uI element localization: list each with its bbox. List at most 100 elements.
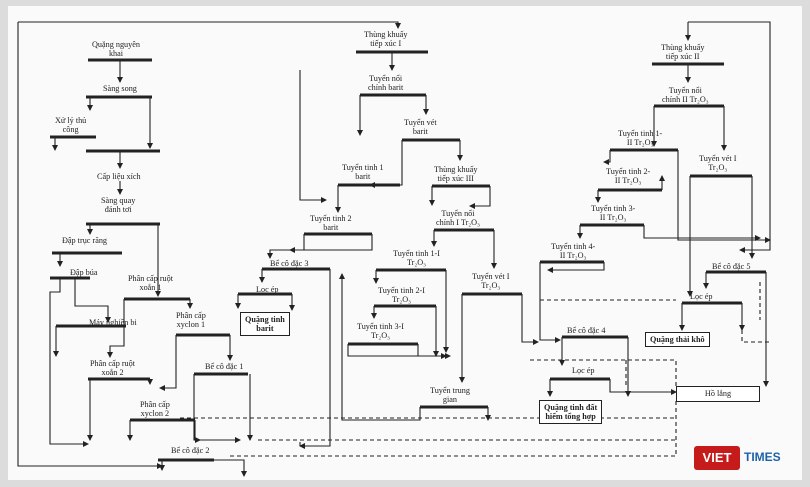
- node-label-line: xoắn 1: [139, 283, 162, 292]
- node-be-co-dac-4: Bể cô đặc 4: [567, 326, 605, 335]
- node-label-line: Hồ lắng: [704, 389, 732, 398]
- node-label-line: Bể cô đặc 4: [567, 326, 606, 335]
- node-label-line: hiếm tổng hợp: [545, 412, 596, 421]
- node-label-line: Tuyển nổi: [369, 74, 403, 83]
- node-label-line: Bể cô đặc 5: [712, 262, 751, 271]
- node-label-line: Lọc ép: [256, 285, 279, 294]
- node-label-line: Bể cô đặc 1: [205, 362, 244, 371]
- flow-line: [347, 344, 447, 359]
- dashed-flow-line: [530, 359, 677, 386]
- node-label-line: II Tr₂O₃: [599, 213, 627, 222]
- node-be-co-dac-2: Bể cô đặc 2: [171, 446, 209, 455]
- node-label-line: Tuyển tinh 1: [342, 163, 384, 172]
- flow-line: [643, 225, 761, 241]
- node-label-line: Phân cấp: [140, 400, 170, 409]
- node-dap-truc-rang: Đập trục răng: [62, 236, 107, 245]
- flow-line: [289, 234, 373, 253]
- node-label-line: Xử lý thủ: [55, 116, 87, 125]
- node-dap-bua: Đập búa: [70, 268, 98, 277]
- node-label-line: barit: [256, 324, 274, 333]
- node-label-line: Tr₂O₃: [406, 258, 427, 267]
- diagram-paper: [8, 6, 802, 480]
- node-label-line: Tuyển nổi: [441, 209, 475, 218]
- node-label-line: II Tr₂O₃: [626, 138, 654, 147]
- node-cap-lieu-xich: Cấp liệu xích: [97, 172, 141, 181]
- node-label-line: Bể cô đặc 2: [171, 446, 210, 455]
- logo-suffix: TIMES: [744, 450, 781, 464]
- flow-line: [521, 294, 539, 345]
- node-label-line: Đập búa: [70, 268, 98, 277]
- flow-line: [469, 186, 491, 209]
- viettimes-logo: VIET TIMES: [694, 444, 784, 472]
- node-label-line: Quặng tinh đất: [544, 403, 598, 412]
- node-label-line: Phân cấp ruột: [90, 359, 136, 368]
- node-label-line: Tr₂O₃: [708, 163, 728, 172]
- node-label-line: Tuyển nổi: [668, 86, 702, 95]
- dashed-flow-line: [741, 330, 770, 343]
- flow-line: [547, 262, 605, 273]
- node-label-line: tiếp xúc I: [370, 39, 402, 48]
- node-label-line: Máy nghiền bi: [89, 318, 137, 327]
- dashed-flow-line: [230, 400, 677, 457]
- flow-line: [299, 269, 331, 449]
- flow-line: [194, 420, 201, 443]
- node-label-line: II Tr₂O₃: [559, 251, 587, 260]
- node-label-line: Lọc ép: [572, 366, 595, 375]
- node-label-line: xoắn 2: [101, 368, 124, 377]
- node-label-line: Tuyển tinh 3-I: [357, 322, 405, 331]
- node-label-line: Tuyển tinh 2-: [606, 167, 651, 176]
- node-loc-ep-1: Lọc ép: [256, 285, 279, 294]
- flow-line: [677, 150, 771, 243]
- flow-line: [193, 374, 241, 443]
- node-label-line: Thùng khuấy: [661, 43, 705, 52]
- node-label-line: công: [62, 125, 79, 134]
- node-tuyen-tinh-4-ii: Tuyển tinh 4-II Tr₂O₃: [551, 242, 595, 260]
- flow-line: [609, 379, 677, 395]
- node-be-co-dac-3: Bể cô đặc 3: [270, 259, 308, 268]
- node-label-line: Tuyển vét: [404, 118, 437, 127]
- flow-line: [299, 70, 327, 203]
- node-label-line: Tuyển trung: [430, 386, 470, 395]
- node-label-line: gian: [442, 395, 458, 404]
- node-label-line: xyclon 1: [176, 320, 206, 329]
- node-label-line: Quặng thải khô: [650, 335, 705, 344]
- node-label-line: đánh tơi: [104, 205, 132, 214]
- node-label-line: Phân cấp ruột: [128, 274, 174, 283]
- node-label-line: xyclon 2: [140, 409, 170, 418]
- node-label-line: Quặng tinh: [245, 315, 285, 324]
- node-label-line: barit: [355, 172, 371, 181]
- flow-line: [369, 140, 403, 188]
- node-label-line: Thùng khuấy: [364, 30, 408, 39]
- flow-line: [214, 459, 247, 477]
- flow-line: [267, 234, 305, 259]
- node-label-line: Tr₂O₃: [481, 281, 501, 290]
- node-label-line: khai: [108, 49, 124, 58]
- node-label-line: Tuyển tinh 2: [310, 214, 352, 223]
- node-label-line: Cấp liệu xích: [97, 172, 141, 181]
- node-tuyen-tinh-1-ii: Tuyển tinh 1-II Tr₂O₃: [618, 129, 662, 147]
- flow-line: [17, 22, 163, 469]
- node-tuyen-tinh-3-ii: Tuyển tinh 3-II Tr₂O₃: [591, 204, 635, 222]
- flow-line: [107, 299, 125, 358]
- node-loc-ep-3: Lọc ép: [690, 292, 713, 301]
